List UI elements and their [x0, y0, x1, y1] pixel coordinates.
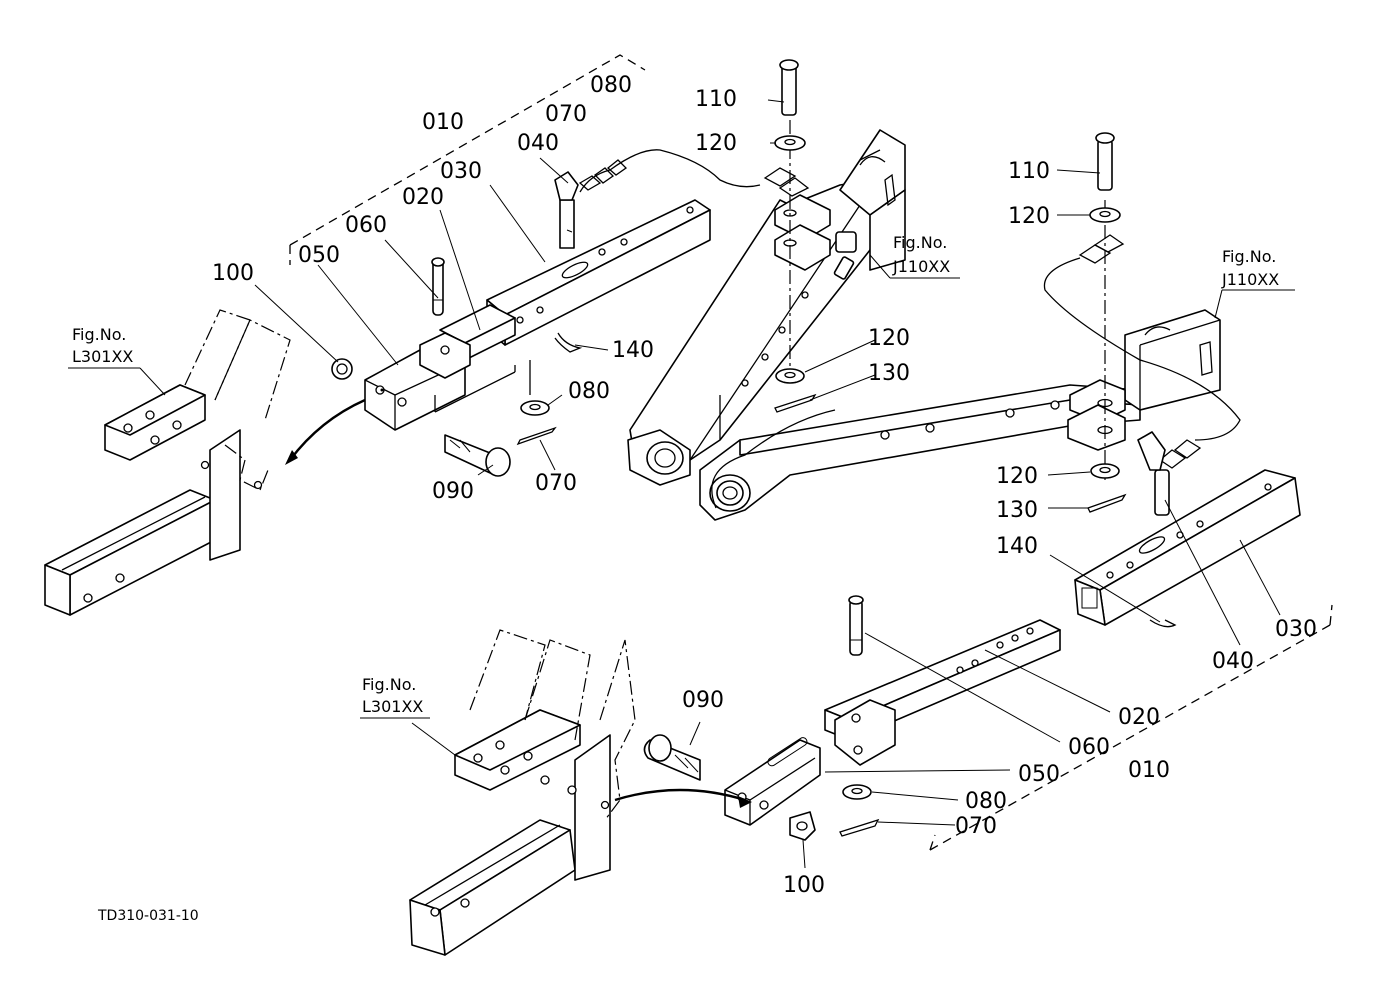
callout-130-center: 130	[868, 361, 910, 386]
callout-labels: Fig.No. L301XX Fig.No. J110XX Fig.No. J1…	[72, 73, 1317, 924]
lift-arm-center	[627, 129, 1141, 521]
callout-030-right: 030	[1275, 617, 1317, 642]
callout-120-right-bottom: 120	[996, 464, 1038, 489]
callout-050-bottom: 050	[1018, 762, 1060, 787]
callout-120-right-top: 120	[1008, 204, 1050, 229]
fig-ref-j110-right-line2: J110XX	[1221, 270, 1279, 289]
callout-110-center: 110	[695, 87, 737, 112]
callout-090-bottom: 090	[682, 688, 724, 713]
callout-040-right: 040	[1212, 649, 1254, 674]
callout-080-mid: 080	[568, 379, 610, 404]
fig-ref-l301-top-line2: L301XX	[72, 347, 133, 366]
fig-ref-j110-mid-line2: J110XX	[892, 257, 950, 276]
callout-130-right: 130	[996, 498, 1038, 523]
fig-ref-l301-top-line1: Fig.No.	[72, 325, 126, 344]
leader-lines	[68, 99, 1295, 869]
callout-010-top: 010	[422, 110, 464, 135]
callout-140-right: 140	[996, 534, 1038, 559]
callout-070-mid: 070	[535, 471, 577, 496]
stabilizer-assembly-bottom	[614, 595, 1333, 851]
callout-120-center-top: 120	[695, 131, 737, 156]
fig-ref-l301-bottom-line1: Fig.No.	[362, 675, 416, 694]
lift-arm-right	[1043, 132, 1301, 628]
drawing-code: TD310-031-10	[97, 908, 199, 924]
callout-100-bottom: 100	[783, 873, 825, 898]
callout-080-bottom: 080	[965, 789, 1007, 814]
callout-120-center-bottom: 120	[868, 326, 910, 351]
callout-090-top: 090	[432, 479, 474, 504]
callout-140-top: 140	[612, 338, 654, 363]
tractor-frame-upper-left	[44, 309, 291, 616]
callout-040-top: 040	[517, 131, 559, 156]
fig-ref-j110-right-line1: Fig.No.	[1222, 247, 1276, 266]
callout-060-bottom: 060	[1068, 735, 1110, 760]
callout-020-bottom: 020	[1118, 705, 1160, 730]
fig-ref-l301-bottom-line2: L301XX	[362, 697, 423, 716]
callout-050-top: 050	[298, 243, 340, 268]
callout-020-top: 020	[402, 185, 444, 210]
callout-110-right: 110	[1008, 159, 1050, 184]
fig-ref-j110-mid-line1: Fig.No.	[893, 233, 947, 252]
callout-100-top: 100	[212, 261, 254, 286]
callout-030-top: 030	[440, 159, 482, 184]
center-pin-stack	[763, 59, 817, 413]
callout-070-bottom: 070	[955, 814, 997, 839]
callout-010-bottom: 010	[1128, 758, 1170, 783]
callout-060-top: 060	[345, 213, 387, 238]
tractor-frame-bottom	[409, 629, 636, 956]
callout-070-top: 070	[545, 102, 587, 127]
callout-080-top: 080	[590, 73, 632, 98]
stabilizer-assembly-upper-left	[285, 54, 761, 477]
